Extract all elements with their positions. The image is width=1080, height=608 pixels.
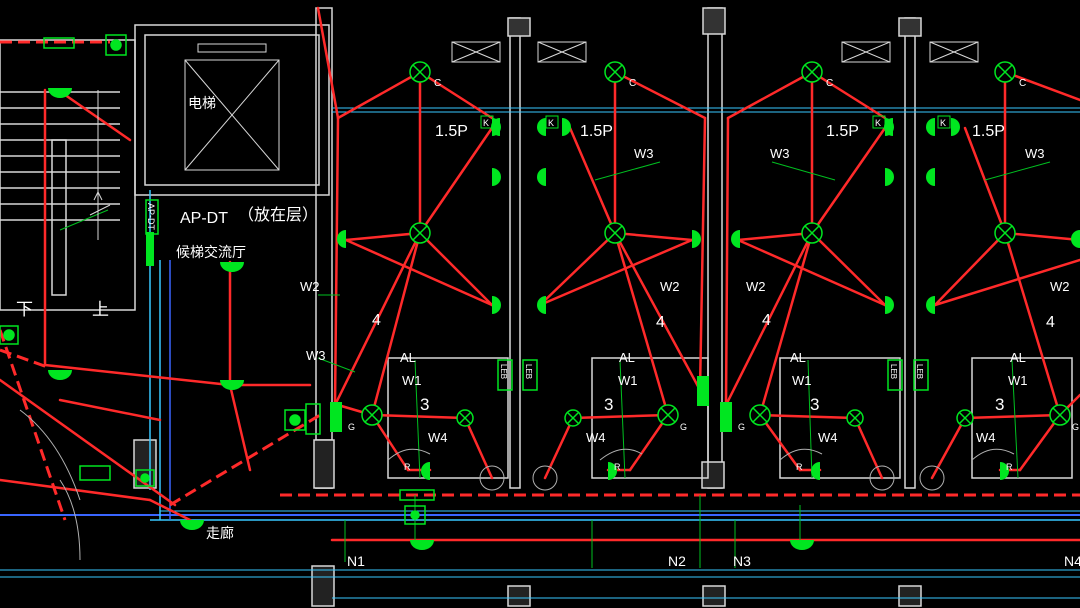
- wiring-dashed: [0, 40, 1080, 521]
- label-g: G: [348, 422, 355, 432]
- label-wire-4: 4: [372, 312, 381, 329]
- label-panel-id: AP-DT: [180, 210, 228, 227]
- ceiling-lights: [361, 61, 1071, 427]
- label-n2: N2: [668, 553, 686, 569]
- label-ac: 1.5P: [435, 123, 468, 140]
- label-w2: W2: [746, 279, 766, 294]
- light-fixture: [409, 222, 431, 244]
- label-c: C: [629, 78, 636, 89]
- label-wire-3: 3: [810, 395, 819, 414]
- light-fixture: [749, 404, 771, 426]
- label-leb: LEB: [499, 364, 508, 379]
- label-al: AL: [400, 350, 416, 365]
- label-w1: W1: [1008, 373, 1028, 388]
- wiring-solid: [0, 6, 1080, 542]
- label-stair-down: 下: [16, 300, 33, 319]
- label-stair-up: 上: [92, 300, 109, 319]
- label-k: K: [548, 118, 554, 128]
- label-wire-3: 3: [995, 395, 1004, 414]
- label-al: AL: [790, 350, 806, 365]
- leader-lines: [59, 161, 1051, 568]
- label-c: C: [826, 78, 833, 89]
- label-ac: 1.5P: [580, 123, 613, 140]
- stair-arrows: [89, 90, 111, 240]
- label-w1: W1: [402, 373, 422, 388]
- label-g: G: [1072, 422, 1079, 432]
- label-w4: W4: [586, 430, 606, 445]
- distribution-panels: [146, 232, 732, 432]
- label-panel-vertical: AP-DT: [146, 203, 156, 231]
- label-n3: N3: [733, 553, 751, 569]
- label-w3: W3: [306, 348, 326, 363]
- label-wire-4: 4: [1046, 314, 1055, 331]
- label-al: AL: [619, 350, 635, 365]
- label-w4: W4: [818, 430, 838, 445]
- label-ac: 1.5P: [826, 123, 859, 140]
- light-fixture: [604, 222, 626, 244]
- ac-units: [184, 41, 979, 171]
- light-fixture: [994, 222, 1016, 244]
- label-lobby: 候梯交流厅: [176, 244, 246, 260]
- label-g: G: [738, 422, 745, 432]
- label-g: G: [680, 422, 687, 432]
- label-leb: LEB: [915, 364, 924, 379]
- light-fixture: [1049, 404, 1071, 426]
- light-fixture: [456, 409, 474, 427]
- label-k: K: [483, 118, 489, 128]
- light-fixture: [956, 409, 974, 427]
- label-leb: LEB: [524, 364, 533, 379]
- label-wire-4: 4: [656, 314, 665, 331]
- label-r: R: [404, 462, 411, 472]
- walls: [0, 7, 1073, 607]
- label-w1: W1: [792, 373, 812, 388]
- sockets: [48, 88, 1080, 550]
- small-boxes: [0, 34, 929, 525]
- light-fixture: [994, 61, 1016, 83]
- label-w1: W1: [618, 373, 638, 388]
- light-fixture: [801, 222, 823, 244]
- light-fixture: [846, 409, 864, 427]
- labels: 电梯 AP-DT （放在层） AP-DT 候梯交流厅 走廊 下 上 C C C …: [16, 78, 1080, 569]
- label-elevator: 电梯: [188, 95, 216, 111]
- label-w3: W3: [1025, 146, 1045, 161]
- label-w3: W3: [634, 146, 654, 161]
- light-fixture: [604, 61, 626, 83]
- label-w4: W4: [976, 430, 996, 445]
- label-panel-note: （放在层）: [238, 206, 318, 224]
- label-leb: LEB: [889, 364, 898, 379]
- bath-fixtures: [19, 409, 1015, 561]
- label-w3: W3: [770, 146, 790, 161]
- light-fixture: [409, 61, 431, 83]
- label-w4: W4: [428, 430, 448, 445]
- label-corridor: 走廊: [206, 525, 234, 541]
- label-r: R: [796, 462, 803, 472]
- label-w2: W2: [1050, 279, 1070, 294]
- label-c: C: [1019, 78, 1026, 89]
- label-w2: W2: [660, 279, 680, 294]
- light-fixture: [361, 404, 383, 426]
- label-wire-3: 3: [604, 395, 613, 414]
- k-switch-boxes: [480, 115, 951, 129]
- label-n4: N4: [1064, 553, 1080, 569]
- light-fixture: [564, 409, 582, 427]
- label-ac: 1.5P: [972, 123, 1005, 140]
- label-al: AL: [1010, 350, 1026, 365]
- label-r: R: [614, 462, 621, 472]
- label-r: R: [1006, 462, 1013, 472]
- label-k: K: [940, 118, 946, 128]
- label-w2: W2: [300, 279, 320, 294]
- label-n1: N1: [347, 553, 365, 569]
- label-wire-4: 4: [762, 312, 771, 329]
- light-fixture: [801, 61, 823, 83]
- label-c: C: [434, 78, 441, 89]
- label-wire-3: 3: [420, 395, 429, 414]
- label-k: K: [875, 118, 881, 128]
- light-fixture: [657, 404, 679, 426]
